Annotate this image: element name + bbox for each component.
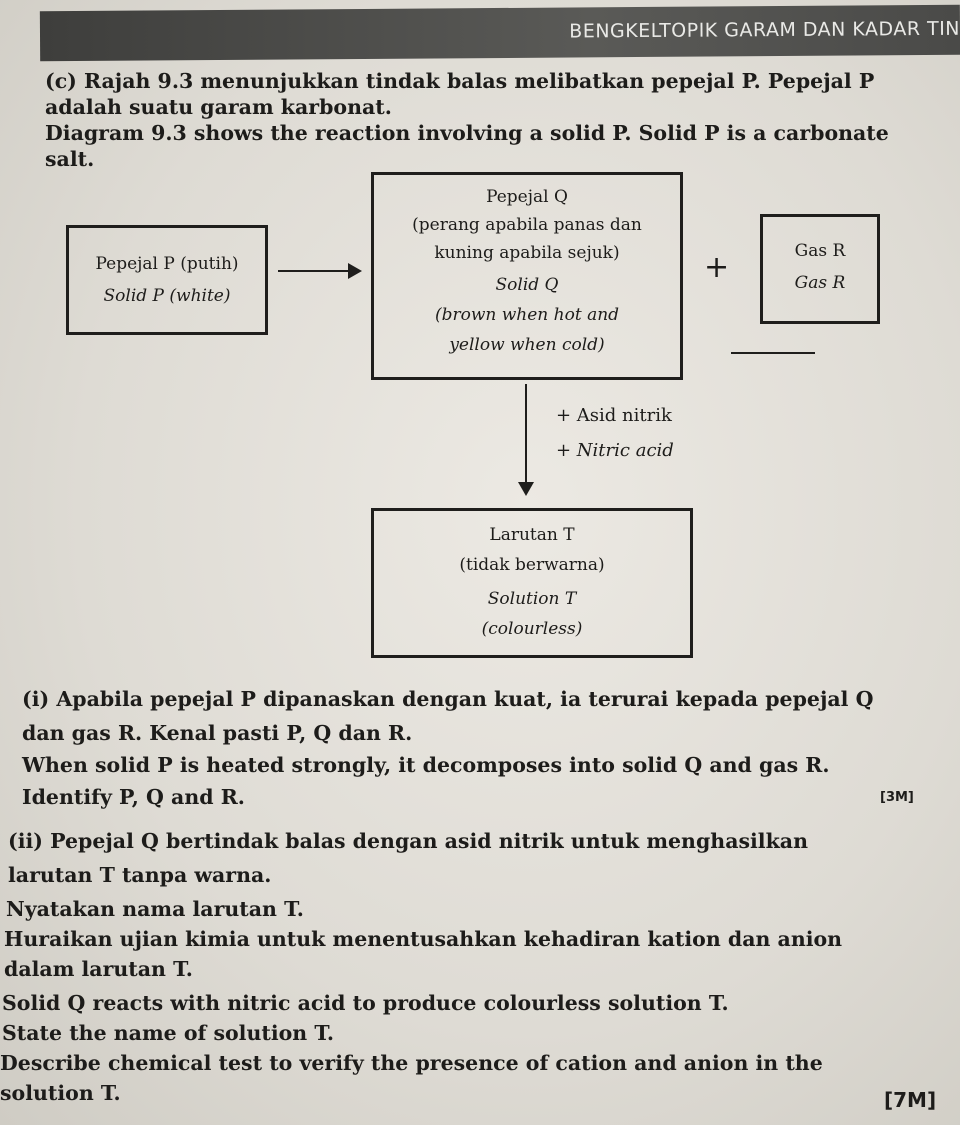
arrowhead-down-icon: [518, 482, 534, 496]
solution-t-english-desc: (colourless): [481, 619, 583, 639]
plus-sign: +: [704, 250, 730, 285]
solid-q-malay-desc-2: kuning apabila sejuk): [434, 243, 620, 263]
intro-line-2: adalah suatu garam karbonat.: [45, 95, 392, 119]
solid-q-malay-desc-1: (perang apabila panas dan: [412, 215, 642, 235]
solid-q-malay-title: Pepejal Q: [486, 187, 568, 207]
solid-q-english-title: Solid Q: [495, 275, 559, 295]
question-i-line-3: When solid P is heated strongly, it deco…: [22, 753, 830, 777]
solution-t-box: Larutan T (tidak berwarna) Solution T (c…: [371, 508, 693, 658]
reagent-malay: + Asid nitrik: [556, 405, 672, 426]
intro-line-3: Diagram 9.3 shows the reaction involving…: [45, 121, 889, 145]
header-banner: BENGKELTOPIK GARAM DAN KADAR TIN: [39, 4, 960, 62]
solid-q-english-desc-1: (brown when hot and: [434, 305, 620, 325]
solid-p-english: Solid P (white): [103, 286, 231, 306]
intro-line-1: (c) Rajah 9.3 menunjukkan tindak balas m…: [45, 69, 875, 93]
question-ii-line-8: Describe chemical test to verify the pre…: [0, 1051, 823, 1075]
reagent-english: + Nitric acid: [556, 440, 674, 461]
header-title: BENGKELTOPIK GARAM DAN KADAR TIN: [569, 17, 960, 43]
solid-q-box: Pepejal Q (perang apabila panas dan kuni…: [371, 172, 683, 380]
intro-line-4: salt.: [45, 147, 95, 171]
question-i-marks: [3M]: [880, 790, 914, 805]
solution-t-english-title: Solution T: [487, 589, 577, 609]
question-ii-line-7: State the name of solution T.: [2, 1021, 335, 1045]
arrowhead-right-icon: [348, 263, 362, 279]
solid-q-english-desc-2: yellow when cold): [449, 335, 605, 355]
question-i-line-2: dan gas R. Kenal pasti P, Q dan R.: [22, 721, 413, 745]
solution-t-malay-desc: (tidak berwarna): [459, 555, 605, 575]
question-ii-line-1: (ii) Pepejal Q bertindak balas dengan as…: [8, 829, 808, 853]
heat-arrow: [278, 270, 352, 272]
question-ii-line-5: dalam larutan T.: [4, 957, 193, 981]
question-ii-line-3: Nyatakan nama larutan T.: [6, 897, 304, 921]
gas-r-underline: [731, 352, 815, 354]
gas-r-malay: Gas R: [794, 241, 846, 261]
gas-r-english: Gas R: [794, 273, 846, 293]
question-ii-line-4: Huraikan ujian kimia untuk menentusahkan…: [4, 927, 843, 951]
question-i-line-4: Identify P, Q and R.: [22, 785, 245, 809]
question-i-line-1: (i) Apabila pepejal P dipanaskan dengan …: [22, 687, 874, 711]
acid-arrow: [525, 384, 527, 484]
question-ii-line-6: Solid Q reacts with nitric acid to produ…: [2, 991, 729, 1015]
gas-r-box: Gas R Gas R: [760, 214, 880, 324]
solid-p-box: Pepejal P (putih) Solid P (white): [66, 225, 268, 335]
question-ii-line-2: larutan T tanpa warna.: [8, 863, 272, 887]
solution-t-malay-title: Larutan T: [489, 525, 575, 545]
solid-p-malay: Pepejal P (putih): [95, 254, 239, 274]
question-ii-marks: [7M]: [884, 1088, 937, 1112]
question-ii-line-9: solution T.: [0, 1081, 121, 1105]
